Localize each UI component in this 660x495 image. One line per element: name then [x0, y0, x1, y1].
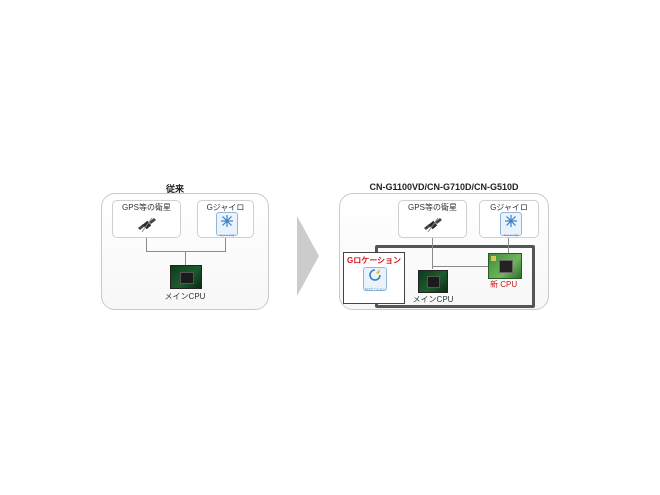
- right-cpu-chip-image: [418, 270, 448, 293]
- left-title: 従来: [165, 184, 184, 194]
- gyro-icon-text: Gジャイロ: [219, 233, 235, 237]
- new-cpu-board-image: [488, 253, 522, 279]
- right-connector-h: [432, 266, 494, 267]
- gocation-icon-text: Gロケーション: [364, 287, 386, 291]
- gyro-icon-text: Gジャイロ: [503, 233, 519, 237]
- right-gps-card: GPS等の衛星: [398, 200, 467, 238]
- gocation-icon: Gロケーション: [363, 267, 387, 291]
- right-connector-gps: [432, 238, 433, 269]
- left-cpu-label: メインCPU: [164, 292, 206, 301]
- new-cpu-label: 新 CPU: [490, 280, 518, 289]
- left-connector-gps: [146, 238, 147, 251]
- left-gps-card: GPS等の衛星: [112, 200, 181, 238]
- left-connector-gyro: [225, 238, 226, 251]
- gps-label-right: GPS等の衛星: [408, 203, 457, 212]
- right-cpu-label: メインCPU: [412, 295, 454, 304]
- gocation-box: Gロケーション Gロケーション: [343, 252, 405, 304]
- gyro-icon: Gジャイロ: [500, 212, 522, 237]
- gps-label: GPS等の衛星: [122, 203, 171, 212]
- left-cpu-chip-image: [170, 265, 202, 289]
- right-gyro-card: Gジャイロ Gジャイロ: [479, 200, 539, 238]
- right-connector-gyro: [508, 238, 509, 253]
- gyro-label-right: Gジャイロ: [490, 203, 528, 212]
- satellite-icon: [136, 214, 158, 241]
- gyro-icon: Gジャイロ: [216, 212, 238, 237]
- left-connector-cpu: [185, 251, 186, 265]
- right-title: CN-G1100VD/CN-G710D/CN-G510D: [369, 182, 519, 192]
- left-gyro-card: Gジャイロ Gジャイロ: [197, 200, 254, 238]
- gyro-label: Gジャイロ: [206, 203, 245, 212]
- gocation-title: Gロケーション: [346, 256, 402, 265]
- left-connector-h: [146, 251, 226, 252]
- satellite-icon: [422, 214, 444, 241]
- arrow-icon: [297, 216, 319, 301]
